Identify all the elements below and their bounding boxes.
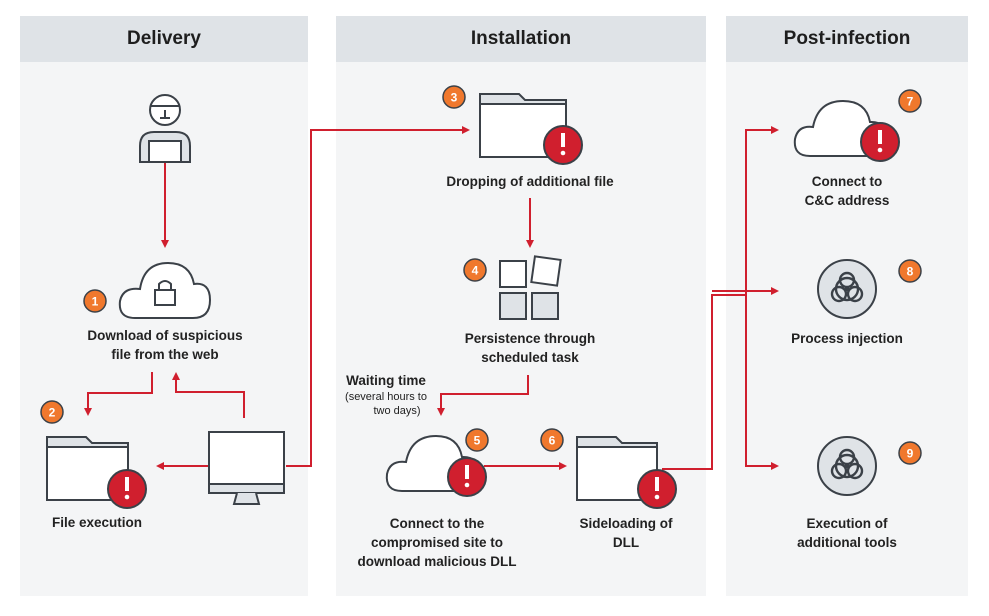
svg-text:1: 1 [92, 295, 99, 309]
monitor-icon [208, 431, 285, 505]
waiting-time-title: Waiting time [346, 373, 426, 388]
alert-icon [543, 125, 583, 165]
cloud-lock-icon [118, 261, 212, 319]
user-laptop-icon [139, 94, 191, 163]
step-9-line-1: Execution of [806, 516, 888, 531]
svg-text:9: 9 [907, 447, 914, 461]
step-badge-6: 6 [540, 428, 564, 452]
step-1-line-1: Download of suspicious [87, 328, 243, 343]
waiting-time-detail-1: (several hours to [345, 391, 427, 403]
step-badge-4: 4 [463, 258, 487, 282]
delivery-header: Delivery [20, 16, 308, 62]
step-badge-9: 9 [898, 441, 922, 465]
step-9-line-2: additional tools [797, 535, 897, 550]
arrow-download-to-file [84, 372, 153, 416]
step-badge-8: 8 [898, 259, 922, 283]
step-badge-1: 1 [83, 289, 107, 313]
step-4-line-2: scheduled task [481, 350, 579, 365]
post-infection-header: Post-infection [726, 16, 968, 62]
step-badge-7: 7 [898, 89, 922, 113]
svg-text:7: 7 [907, 95, 914, 109]
step-5-line-1: Connect to the [389, 516, 485, 531]
step-6-label: Sideloading of DLL [580, 514, 673, 552]
arrow-sideload-to-cc [662, 126, 779, 470]
step-5-label: Connect to the compromised site to downl… [357, 514, 516, 571]
arrow-sideload-to-tools [745, 291, 779, 470]
arrow-persistence-to-connect [437, 375, 529, 416]
step-4-label: Persistence through scheduled task [465, 329, 596, 367]
step-badge-3: 3 [442, 85, 466, 109]
svg-text:6: 6 [549, 434, 556, 448]
alert-icon [447, 457, 487, 497]
waiting-time-label: Waiting time (several hours to two days) [345, 371, 427, 418]
step-badges: 1 2 3 4 5 6 7 8 9 [40, 85, 922, 465]
step-badge-5: 5 [465, 428, 489, 452]
svg-text:5: 5 [474, 434, 481, 448]
step-5-line-2: compromised site to [370, 535, 504, 550]
installation-header: Installation [336, 16, 706, 62]
step-2-line-1: File execution [51, 515, 143, 530]
step-7-line-1: Connect to [811, 174, 883, 189]
step-1-label: Download of suspicious file from the web [87, 326, 242, 364]
svg-text:8: 8 [907, 265, 914, 279]
step-8-line-1: Process injection [791, 331, 903, 346]
alert-icon [107, 469, 147, 509]
svg-text:2: 2 [49, 406, 56, 420]
step-4-line-1: Persistence through [464, 331, 596, 346]
step-8-label: Process injection [791, 329, 903, 348]
step-6-line-1: Sideloading of [579, 516, 673, 531]
scheduled-task-tiles-icon [499, 255, 562, 320]
biohazard-icon [817, 259, 877, 319]
step-7-label: Connect to C&C address [805, 172, 890, 210]
step-badge-2: 2 [40, 400, 64, 424]
waiting-time-detail-2: two days) [373, 405, 421, 417]
alert-icon [637, 469, 677, 509]
step-7-line-2: C&C address [804, 193, 890, 208]
arrow-monitor-to-dropping [286, 126, 470, 467]
alert-icon [860, 122, 900, 162]
arrow-monitor-to-download [172, 372, 245, 418]
step-3-label: Dropping of additional file [446, 172, 613, 191]
step-3-line-1: Dropping of additional file [446, 174, 614, 189]
svg-text:4: 4 [472, 264, 479, 278]
svg-text:3: 3 [451, 91, 458, 105]
flow-arrows [84, 126, 779, 470]
step-6-line-2: DLL [612, 535, 640, 550]
step-5-line-3: download malicious DLL [357, 554, 517, 569]
step-1-line-2: file from the web [111, 347, 219, 362]
step-9-label: Execution of additional tools [797, 514, 897, 552]
step-2-label: File execution [52, 513, 142, 532]
biohazard-icon [817, 436, 877, 496]
